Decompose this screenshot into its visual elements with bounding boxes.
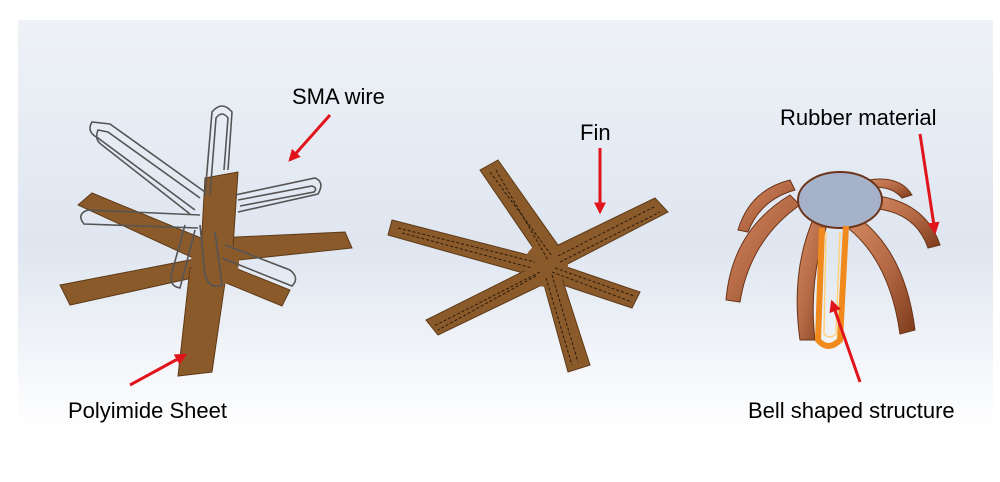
fin-shape (387, 159, 669, 373)
rubber-material-label: Rubber material (780, 105, 937, 130)
polyimide-sheet-label: Polyimide Sheet (68, 398, 227, 423)
rubber-material-arrow (918, 133, 940, 235)
polyimide-sheet-arrow (129, 353, 188, 387)
polyimide-sheet-shape (59, 171, 353, 377)
fin-wire-grooves (397, 169, 661, 366)
bell-structure (725, 171, 941, 349)
sma-wire-arrow (288, 114, 332, 162)
bell-structure-arrow (829, 299, 862, 383)
sma-wire-loops (80, 105, 322, 289)
fin-label: Fin (580, 120, 611, 145)
bell-shaped-structure-label: Bell shaped structure (748, 398, 955, 423)
sma-wire-label: SMA wire (292, 84, 385, 109)
